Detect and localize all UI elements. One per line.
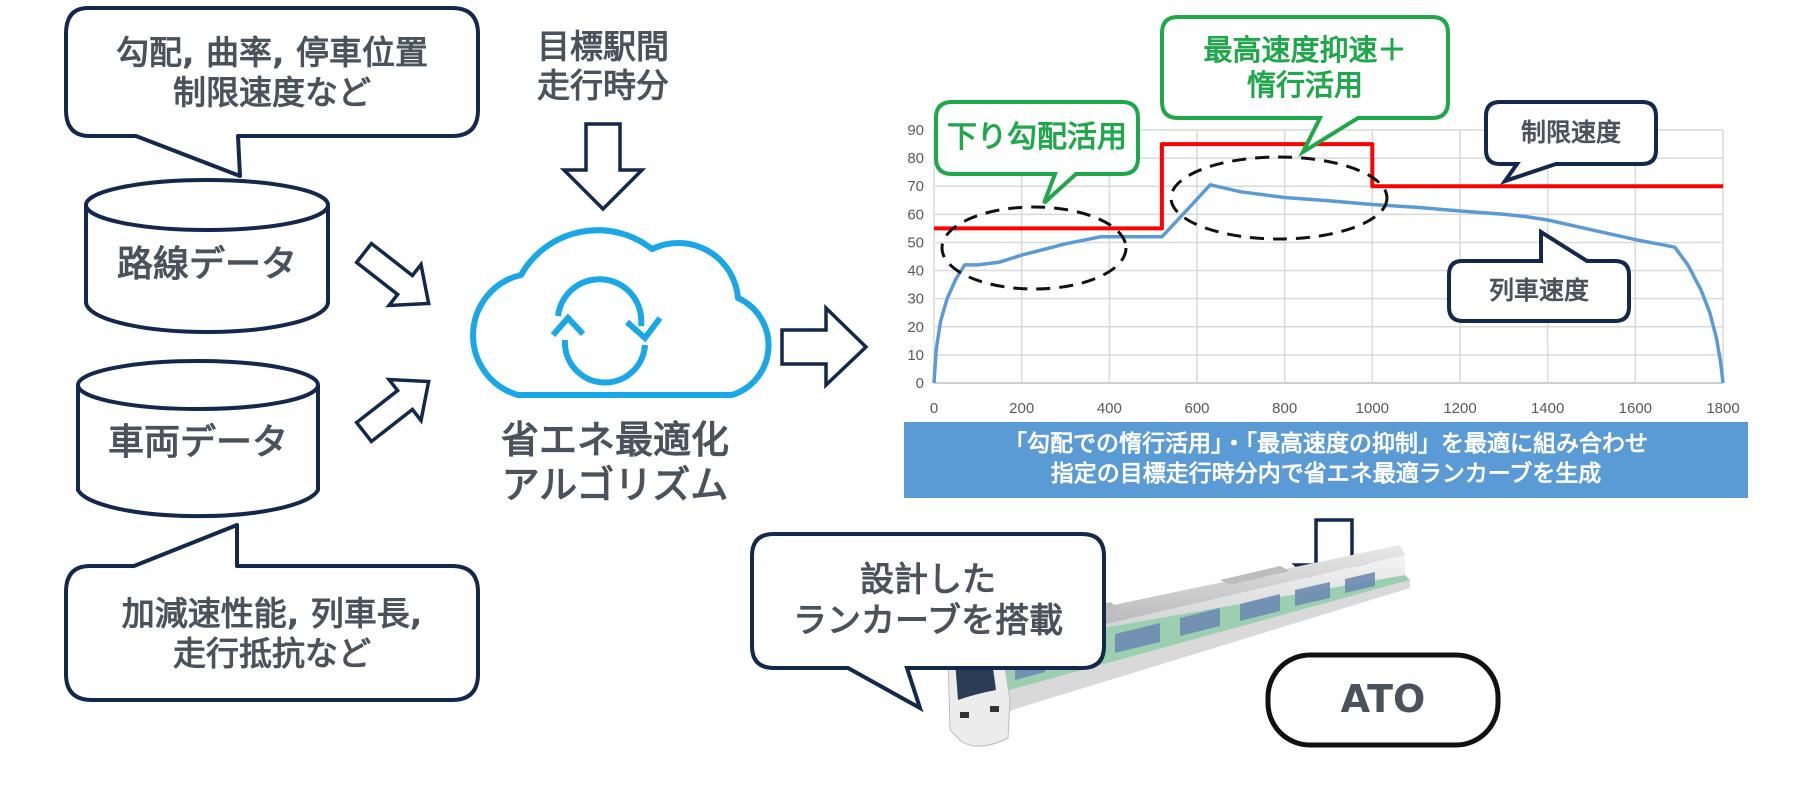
downhill-highlight-ellipse bbox=[940, 205, 1128, 291]
vehicle-info-line1: 加減速性能, 列車長, bbox=[121, 594, 423, 634]
max-speed-callout-text: 最高速度抑速＋ 惰行活用 bbox=[1164, 19, 1446, 116]
target-time-line2: 走行時分 bbox=[537, 65, 669, 105]
vehicle-info-line2: 走行抵抗など bbox=[173, 634, 371, 673]
x-axis-ticks: 0 200 400 600 800 1000 1200 1400 1600 1800 bbox=[930, 400, 1740, 417]
max-speed-line1: 最高速度抑速＋ bbox=[1203, 32, 1407, 67]
y-tick-label: 10 bbox=[907, 347, 924, 364]
speed-limit-line bbox=[934, 142, 1723, 231]
limit-speed-callout-text: 制限速度 bbox=[1520, 118, 1621, 147]
y-tick-label: 60 bbox=[907, 206, 924, 223]
y-tick-label: 30 bbox=[907, 291, 924, 308]
runcurve-onboard-line2: ランカーブを搭載 bbox=[793, 601, 1063, 641]
banner-line2: 指定の目標走行時分内で省エネ最適ランカーブを生成 bbox=[1050, 461, 1602, 487]
x-tick-label: 200 bbox=[1009, 400, 1034, 417]
vehicle-info-bubble bbox=[64, 523, 480, 702]
max-speed-line2: 惰行活用 bbox=[1246, 67, 1363, 102]
y-tick-label: 40 bbox=[907, 263, 924, 280]
downhill-callout-bubble bbox=[934, 100, 1140, 205]
runcurve-onboard-bubble-shape bbox=[750, 532, 1106, 713]
target-time-line1: 目標駅間 bbox=[537, 27, 669, 66]
x-tick-label: 1200 bbox=[1443, 400, 1476, 417]
y-tick-label: 20 bbox=[907, 319, 924, 336]
vehicle-data-cylinder bbox=[76, 359, 320, 519]
route-info-line2: 制限速度など bbox=[173, 73, 371, 112]
algorithm-line2: アルゴリズム bbox=[501, 462, 729, 507]
ato-label: ATO bbox=[1340, 677, 1426, 722]
x-tick-label: 800 bbox=[1272, 400, 1297, 417]
route-data-label: 路線データ bbox=[116, 244, 297, 285]
vehicle-data-label: 車両データ bbox=[107, 422, 288, 463]
runcurve-onboard-line1: 設計した bbox=[860, 560, 996, 601]
y-tick-label: 70 bbox=[907, 178, 924, 195]
arrow-down-time-icon bbox=[559, 122, 647, 212]
route-data-cylinder bbox=[84, 178, 330, 334]
cloud-sync-icon bbox=[470, 227, 772, 398]
x-tick-label: 400 bbox=[1097, 400, 1122, 417]
route-info-text: 勾配, 曲率, 停車位置 制限速度など bbox=[70, 14, 474, 132]
x-tick-label: 1600 bbox=[1619, 400, 1652, 417]
chart-series bbox=[932, 142, 1725, 384]
train-speed-callout-text: 列車速度 bbox=[1488, 276, 1589, 305]
max-speed-highlight-ellipse bbox=[1169, 155, 1389, 241]
x-tick-label: 1800 bbox=[1706, 400, 1739, 417]
route-info-line1: 勾配, 曲率, 停車位置 bbox=[115, 33, 429, 73]
y-tick-label: 0 bbox=[916, 375, 924, 392]
y-tick-label: 50 bbox=[907, 234, 924, 251]
max-speed-callout-bubble bbox=[1160, 15, 1450, 158]
y-tick-label: 90 bbox=[907, 122, 924, 139]
limit-speed-callout-bubble bbox=[1484, 100, 1658, 185]
route-info-bubble bbox=[64, 6, 480, 178]
train-speed-callout-bubble bbox=[1447, 228, 1631, 323]
x-tick-label: 600 bbox=[1184, 400, 1209, 417]
summary-banner: 「勾配での惰行活用」・「最高速度の抑制」を最適に組み合わせ 指定の目標走行時分内… bbox=[904, 422, 1748, 498]
arrow-right-to-chart-icon bbox=[780, 303, 869, 390]
x-tick-label: 0 bbox=[930, 400, 938, 417]
y-axis-ticks: 0 10 20 30 40 50 60 70 80 90 bbox=[907, 122, 924, 392]
arrow-route-to-algorithm-icon bbox=[354, 241, 431, 308]
y-tick-label: 80 bbox=[907, 150, 924, 167]
runcurve-onboard-text: 設計した ランカーブを搭載 bbox=[756, 538, 1100, 664]
algorithm-label: 省エネ最適化 アルゴリズム bbox=[480, 418, 750, 508]
target-time-label: 目標駅間 走行時分 bbox=[510, 27, 696, 106]
ato-badge bbox=[1265, 652, 1501, 748]
banner-line1: 「勾配での惰行活用」・「最高速度の抑制」を最適に組み合わせ bbox=[1004, 431, 1648, 458]
vehicle-info-text: 加減速性能, 列車長, 走行抵抗など bbox=[70, 572, 474, 696]
downhill-callout-text: 下り勾配活用 bbox=[947, 120, 1127, 155]
x-tick-label: 1400 bbox=[1531, 400, 1564, 417]
arrow-vehicle-to-algorithm-icon bbox=[354, 377, 431, 444]
algorithm-line1: 省エネ最適化 bbox=[500, 418, 729, 462]
x-tick-label: 1000 bbox=[1356, 400, 1389, 417]
